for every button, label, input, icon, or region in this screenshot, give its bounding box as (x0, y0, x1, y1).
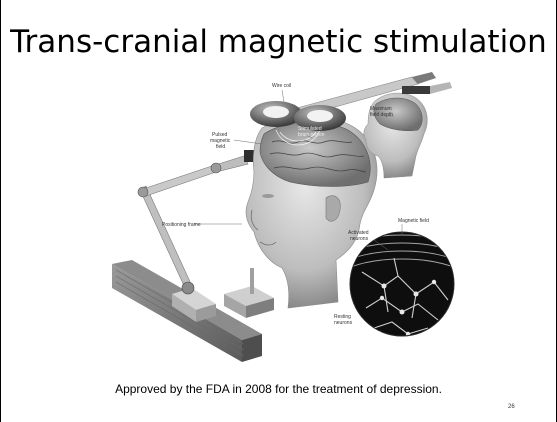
label-maximum-field-depth: Maximumfield depth (370, 106, 393, 118)
label-activated-neurons: Activatedneurons (348, 230, 369, 242)
page-number: 26 (508, 404, 515, 410)
label-wire-coil: Wire coil (272, 83, 291, 89)
label-stimulated-brain-region: Stimulatedbrain region (298, 126, 325, 138)
neuron-closeup (348, 232, 456, 336)
label-resting-neurons: Restingneurons (334, 314, 353, 326)
maximum-field-depth-head (364, 82, 452, 178)
label-pulsed-magnetic-field: Pulsedmagneticfield (210, 132, 231, 150)
label-magnetic-field: Magnetic field (398, 218, 429, 224)
tms-illustration: Wire coil Maximumfield depth Pulsedmagne… (112, 72, 464, 370)
slide-border-left (0, 0, 1, 422)
label-positioning-frame: Positioning frame (162, 222, 201, 228)
slide-title: Trans-cranial magnetic stimulation (0, 22, 557, 62)
slide-caption: Approved by the FDA in 2008 for the trea… (0, 382, 557, 396)
base-rails (112, 260, 274, 362)
